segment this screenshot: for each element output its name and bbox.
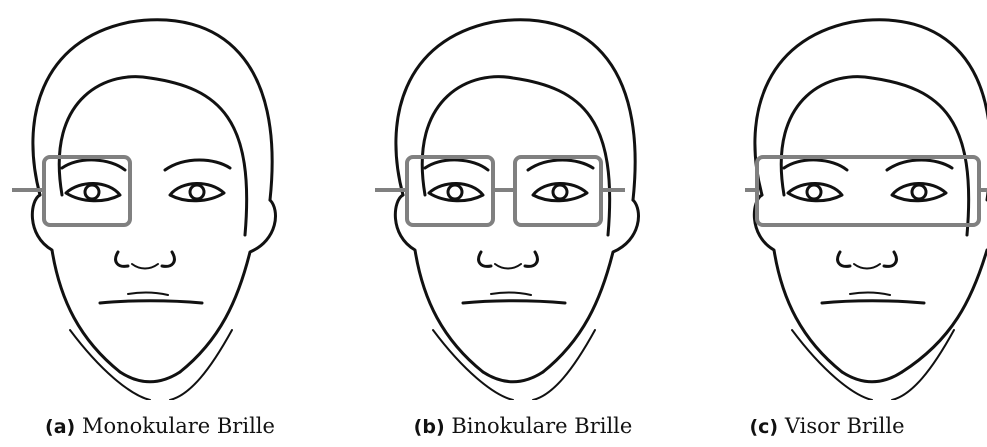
- nose: [116, 252, 175, 269]
- mouth: [463, 293, 565, 303]
- eyes: [66, 183, 224, 200]
- caption-tag: (c): [749, 416, 778, 438]
- caption-text: Visor Brille: [785, 414, 905, 438]
- caption-tag: (b): [414, 416, 445, 438]
- panel-binocular: (b) Binokulare Brille: [363, 0, 683, 447]
- eyes: [429, 183, 587, 200]
- caption-a: (a) Monokulare Brille: [0, 414, 320, 438]
- eyebrows: [62, 160, 230, 170]
- face-illustration-a: [0, 0, 320, 400]
- caption-text: Binokulare Brille: [451, 414, 632, 438]
- eyes: [788, 183, 946, 200]
- face-illustration-c: [667, 0, 987, 400]
- mouth: [822, 293, 924, 303]
- caption-tag: (a): [45, 416, 75, 438]
- caption-text: Monokulare Brille: [82, 414, 275, 438]
- face-outline: [32, 20, 275, 400]
- panel-monocular: (a) Monokulare Brille: [0, 0, 320, 447]
- panel-visor: (c) Visor Brille: [667, 0, 987, 447]
- eyebrows: [425, 160, 593, 170]
- face-outline: [754, 20, 987, 400]
- monocular-frame: [12, 157, 130, 225]
- nose: [838, 252, 897, 269]
- caption-c: (c) Visor Brille: [667, 414, 987, 438]
- caption-b: (b) Binokulare Brille: [363, 414, 683, 438]
- eyebrows: [784, 160, 952, 170]
- mouth: [100, 293, 202, 303]
- face-illustration-b: [363, 0, 683, 400]
- nose: [479, 252, 538, 269]
- binocular-frame: [375, 157, 625, 225]
